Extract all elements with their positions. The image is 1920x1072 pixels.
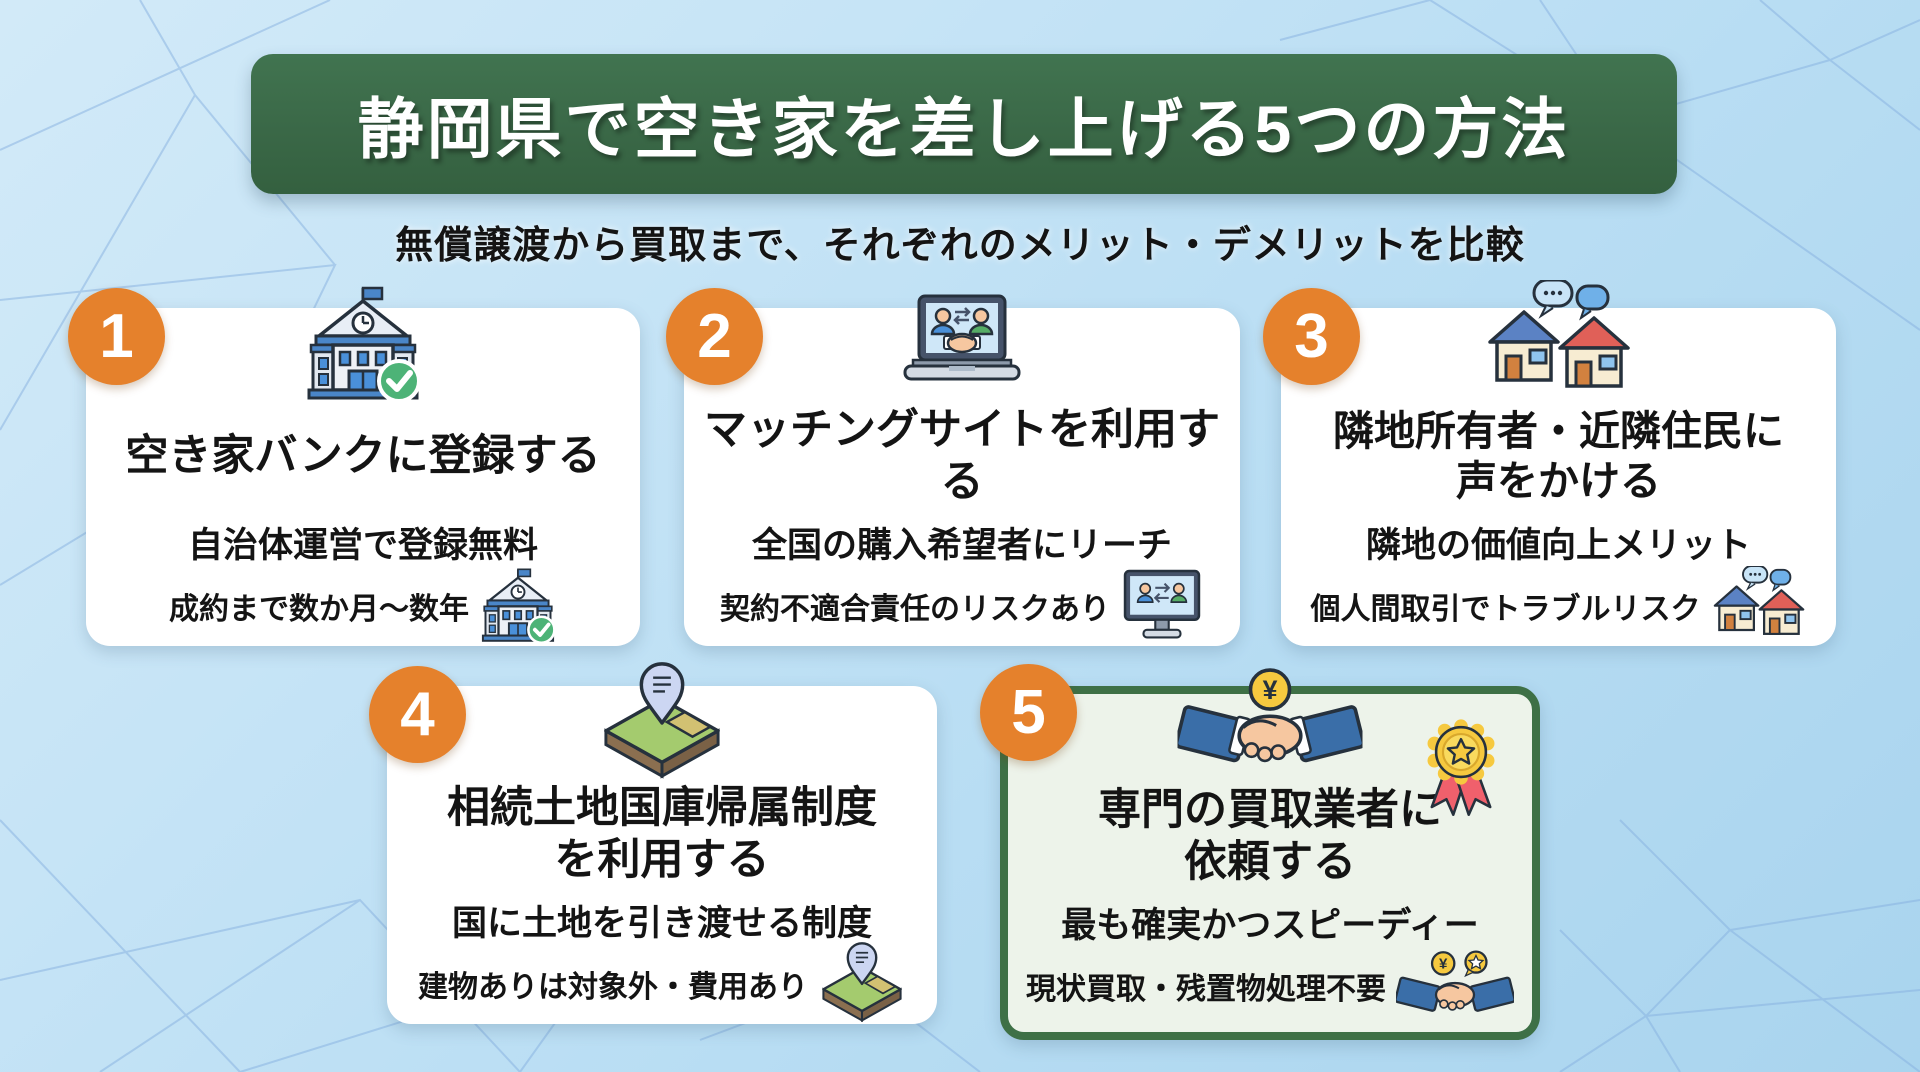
card-demerit: 現状買取・残置物処理不要 xyxy=(1026,973,1386,1006)
houses-chat-small-icon xyxy=(1711,566,1807,646)
card-merit: 最も確実かつスピーディー xyxy=(1061,905,1479,945)
number-badge: 2 xyxy=(666,288,763,385)
card-title: 専門の買取業者に 依頼する xyxy=(1098,785,1442,886)
card-neighbors: 3 隣地所有者・近隣住民に 声をかける 隣地の価値向上メリット 個人間取引でトラ… xyxy=(1263,308,1836,646)
handshake-yen-icon xyxy=(1178,668,1363,783)
land-pin-small-icon xyxy=(818,939,906,1024)
card-title: 隣地所有者・近隣住民に 声をかける xyxy=(1333,407,1784,504)
card-merit: 国に土地を引き渡せる制度 xyxy=(451,903,872,943)
card-demerit: 成約まで数か月～数年 xyxy=(169,593,469,626)
card-merit: 全国の購入希望者にリーチ xyxy=(751,525,1172,565)
card-content: 相続土地国庫帰属制度 を利用する 国に土地を引き渡せる制度 建物ありは対象外・費… xyxy=(387,686,937,1024)
number-badge: 1 xyxy=(68,288,165,385)
city-hall-check-small-icon xyxy=(479,568,557,646)
page-subtitle: 無償譲渡から買取まで、それぞれのメリット・デメリットを比較 xyxy=(395,225,1525,267)
land-pin-icon xyxy=(598,658,726,781)
city-hall-check-icon xyxy=(303,286,423,406)
card-matching-site: 2 マッチングサイトを利用する 全国の購入希望者にリーチ 契約不適合責任のリスク… xyxy=(666,288,1240,646)
houses-chat-icon xyxy=(1484,280,1634,405)
card-title: 空き家バンクに登録する xyxy=(125,431,601,480)
card-demerit-row: 建物ありは対象外・費用あり xyxy=(418,950,906,1024)
card-merit: 自治体運営で登録無料 xyxy=(187,525,538,565)
card-content: 専門の買取業者に 依頼する 最も確実かつスピーディー 現状買取・残置物処理不要 xyxy=(1008,694,1532,1032)
card-demerit-row: 契約不適合責任のリスクあり xyxy=(720,572,1204,646)
card-kokko-kizoku: 4 相続土地国庫帰属制度 を利用する 国に土地を引き渡せる制度 建物ありは対象外… xyxy=(369,686,937,1024)
laptop-matching-icon xyxy=(887,292,1037,402)
card-content: 隣地所有者・近隣住民に 声をかける 隣地の価値向上メリット 個人間取引でトラブル… xyxy=(1281,308,1836,646)
card-demerit-row: 現状買取・残置物処理不要 xyxy=(1026,952,1514,1026)
number-badge: 3 xyxy=(1263,288,1360,385)
page-title: 静岡県で空き家を差し上げる5つの方法 xyxy=(357,92,1571,166)
card-demerit: 建物ありは対象外・費用あり xyxy=(418,971,808,1004)
monitor-matching-small-icon xyxy=(1120,566,1204,650)
number-badge: 4 xyxy=(369,666,466,763)
card-title: マッチングサイトを利用する xyxy=(704,405,1220,506)
card-akiya-bank: 1 空き家バンクに登録する 自治体運営で登録無料 成約まで数か月～数年 xyxy=(68,308,640,646)
card-content: マッチングサイトを利用する 全国の購入希望者にリーチ 契約不適合責任のリスクあり xyxy=(684,308,1240,646)
card-demerit-row: 個人間取引でトラブルリスク xyxy=(1311,572,1807,646)
handshake-star-small-icon xyxy=(1396,950,1514,1024)
card-content: 空き家バンクに登録する 自治体運営で登録無料 成約まで数か月～数年 xyxy=(86,308,640,646)
card-merit: 隣地の価値向上メリット xyxy=(1365,525,1751,565)
card-demerit-row: 成約まで数か月～数年 xyxy=(169,572,557,646)
card-demerit: 個人間取引でトラブルリスク xyxy=(1310,593,1701,626)
title-banner: 静岡県で空き家を差し上げる5つの方法 xyxy=(251,54,1677,194)
medal-icon xyxy=(1418,716,1504,819)
card-title: 相続土地国庫帰属制度 を利用する xyxy=(447,783,877,884)
card-demerit: 契約不適合責任のリスクあり xyxy=(720,593,1110,626)
number-badge: 5 xyxy=(980,664,1077,761)
card-kaitori-gyosha: 5 専門の買取業者に 依頼する 最も確実かつスピーディー 現状買取・残置物処理不… xyxy=(980,664,1540,1040)
